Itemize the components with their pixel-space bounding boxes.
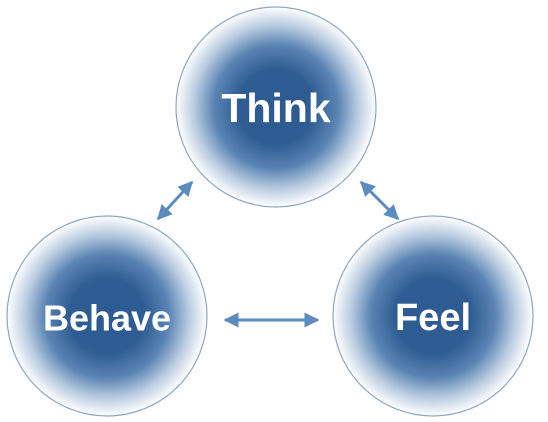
node-feel: Feel — [332, 215, 534, 417]
arrow-think-feel — [359, 180, 400, 221]
node-feel-label: Feel — [395, 297, 471, 339]
arrow-think-behave — [156, 180, 194, 221]
node-behave-label: Behave — [43, 298, 171, 339]
node-think-circle — [175, 6, 377, 208]
node-feel-circle — [332, 215, 534, 417]
node-behave: Behave — [6, 215, 208, 417]
node-behave-circle — [6, 215, 208, 417]
node-think-label: Think — [221, 85, 331, 131]
node-think: Think — [175, 6, 377, 208]
